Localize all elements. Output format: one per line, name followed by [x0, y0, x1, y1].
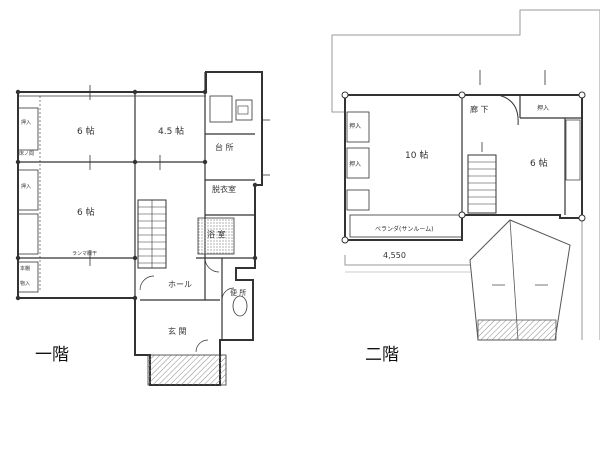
room-6jo-bottom-label: 6 帖	[77, 206, 95, 218]
bookshelf-label: 本棚	[20, 265, 30, 272]
dressing-room-label: 脱衣室	[212, 184, 236, 194]
kitchen-label: 台 所	[215, 142, 234, 152]
storage-left-1-label: 押入	[349, 122, 361, 130]
storage-2-label: 押入	[21, 183, 31, 190]
room-6jo-2f-label: 6 帖	[530, 157, 548, 169]
tokonoma-label: 床ノ間	[19, 150, 34, 157]
shelf-label: 物入	[20, 280, 30, 287]
storage-1-label: 押入	[21, 119, 31, 126]
first-floor-title: 一階	[35, 345, 69, 365]
storage-right-label: 押入	[537, 104, 549, 112]
second-floor-title: 二階	[365, 345, 399, 365]
room-10jo-label: 10 帖	[405, 149, 428, 161]
bath-label: 浴 室	[207, 229, 226, 239]
entrance-label: 玄 関	[168, 326, 187, 336]
toilet-label: 便 所	[230, 288, 246, 297]
dimension-label: 4,550	[383, 251, 406, 260]
room-6jo-top-label: 6 帖	[77, 125, 95, 137]
first-floor-labels: 6 帖 4.5 帖 6 帖 台 所 脱衣室 浴 室 便 所 ホール 玄 関 押入…	[19, 119, 246, 336]
corridor-label: 廊 下	[470, 104, 489, 114]
second-floor-plan	[331, 9, 600, 341]
first-floor-plan	[15, 71, 270, 386]
storage-left-2-label: 押入	[349, 160, 361, 168]
second-floor-labels: 10 帖 6 帖 廊 下 押入 押入 押入 ベランダ(サンルーム) 4,550	[349, 104, 549, 260]
hall-label: ホール	[168, 280, 192, 289]
veranda-label: ベランダ(サンルーム)	[375, 225, 434, 233]
room-45jo-label: 4.5 帖	[158, 125, 184, 137]
ranma-label: ランマ欄干	[72, 250, 97, 257]
